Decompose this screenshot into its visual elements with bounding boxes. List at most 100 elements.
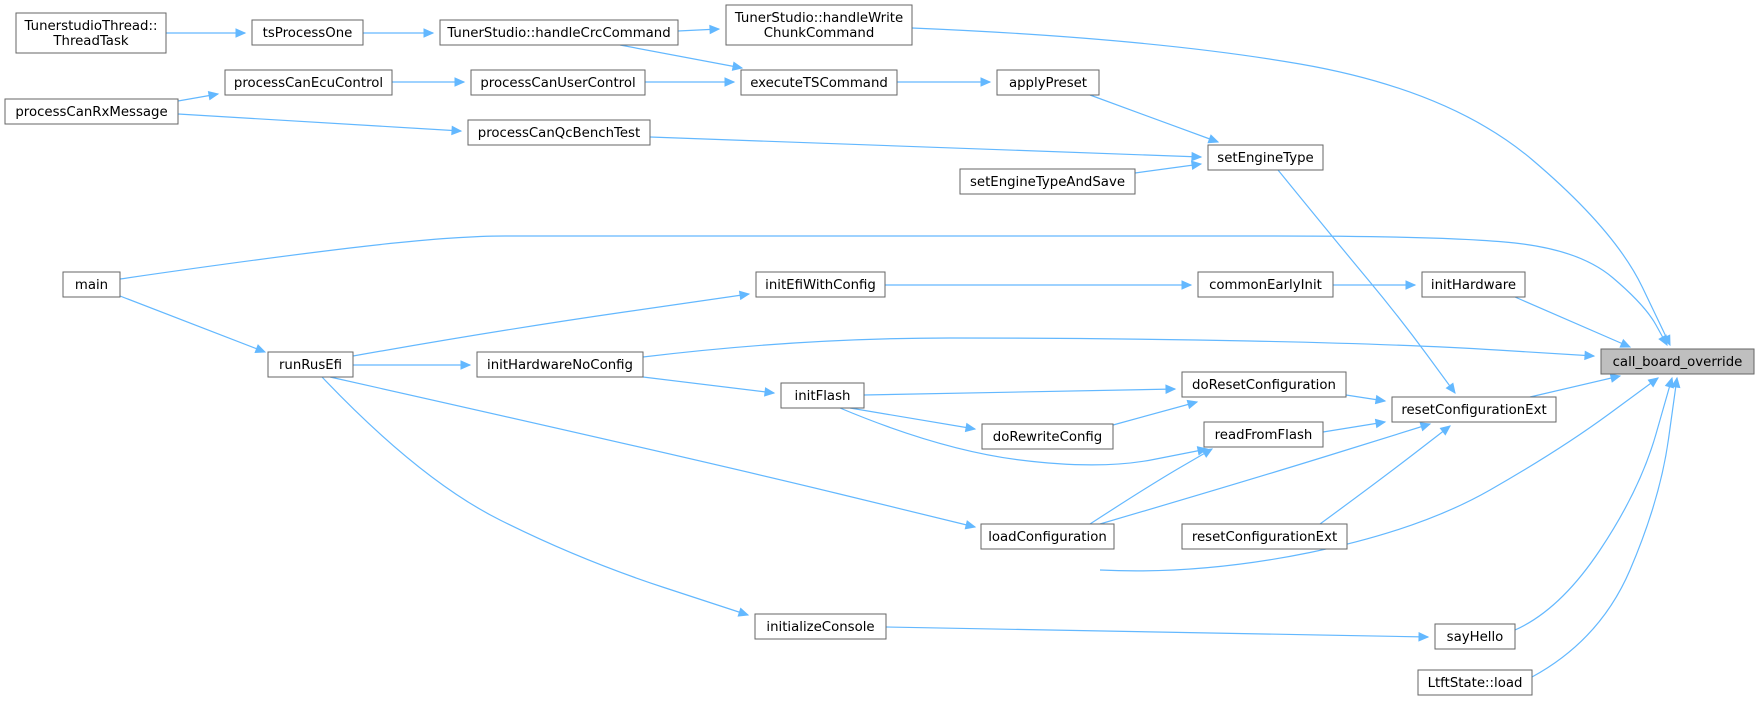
node-init-flash[interactable]: initFlash	[780, 382, 865, 409]
edge-arrowhead	[731, 61, 744, 71]
edge-main-to-run-rus-efi	[119, 295, 267, 354]
edge-arrowhead	[737, 607, 750, 617]
edge-line	[649, 136, 1202, 158]
node-do-reset-configuration[interactable]: doResetConfiguration	[1181, 371, 1347, 398]
edge-line	[1089, 94, 1219, 143]
node-ltft-state-load[interactable]: LtftState::load	[1417, 669, 1533, 696]
node-process-can-qc-bench-test[interactable]: processCanQcBenchTest	[467, 119, 651, 146]
edge-line	[911, 27, 1671, 346]
node-reset-configuration-ext[interactable]: resetConfigurationExt	[1391, 396, 1557, 423]
edge-process-can-user-control-to-execute-ts-command	[645, 77, 736, 87]
node-load-configuration[interactable]: loadConfiguration	[980, 523, 1115, 550]
edge-line	[1514, 296, 1631, 348]
edge-line	[1322, 421, 1386, 433]
edge-arrowhead	[1165, 384, 1177, 394]
edge-arrowhead	[1191, 151, 1203, 162]
node-apply-preset[interactable]: applyPreset	[996, 69, 1100, 96]
edge-arrowhead	[254, 344, 267, 354]
edge-line	[1089, 448, 1213, 525]
node-box	[1391, 396, 1557, 423]
edge-arrowhead	[451, 125, 463, 136]
node-common-early-init[interactable]: commonEarlyInit	[1197, 271, 1334, 298]
node-label: setEngineTypeAndSave	[970, 175, 1125, 190]
node-label: main	[75, 278, 108, 293]
node-box	[754, 613, 887, 640]
node-say-hello[interactable]: sayHello	[1434, 623, 1516, 650]
edge-line	[863, 388, 1176, 396]
node-execute-ts-command[interactable]: executeTSCommand	[740, 69, 898, 96]
node-read-from-flash[interactable]: readFromFlash	[1203, 421, 1324, 448]
node-run-rus-efi[interactable]: runRusEfi	[267, 351, 354, 378]
node-init-hardware[interactable]: initHardware	[1421, 271, 1526, 298]
edge-arrowhead	[1664, 376, 1674, 389]
node-box	[224, 69, 393, 96]
edge-arrowhead	[964, 520, 977, 530]
edge-ltft-state-load-to-call-board-override	[1531, 376, 1681, 678]
edge-process-can-qc-bench-test-to-set-engine-type	[649, 136, 1203, 162]
edge-line	[177, 113, 462, 132]
node-process-can-ecu-control[interactable]: processCanEcuControl	[224, 69, 393, 96]
node-label: doRewriteConfig	[993, 430, 1103, 445]
edge-line	[1099, 377, 1659, 572]
node-set-engine-type-and-save[interactable]: setEngineTypeAndSave	[959, 168, 1136, 195]
node-set-engine-type[interactable]: setEngineType	[1207, 144, 1324, 171]
node-box	[1181, 371, 1347, 398]
edge-init-hardware-to-call-board-override	[1514, 296, 1632, 348]
node-label: initHardware	[1431, 278, 1516, 293]
edge-arrowhead	[1647, 377, 1659, 388]
graph-edges	[119, 24, 1681, 678]
edge-line	[885, 626, 1429, 638]
node-label: processCanEcuControl	[234, 76, 383, 91]
edge-arrowhead	[1439, 425, 1451, 436]
edge-arrowhead	[460, 360, 472, 370]
node-box	[981, 423, 1114, 450]
node-process-can-rx-message[interactable]: processCanRxMessage	[4, 98, 179, 125]
node-label: readFromFlash	[1215, 428, 1313, 443]
edge-arrowhead	[1374, 418, 1387, 429]
node-handle-crc[interactable]: TunerStudio::handleCrcCommand	[439, 19, 679, 46]
node-call-board-override[interactable]: call_board_override	[1600, 348, 1755, 375]
edge-initialize-console-to-say-hello	[885, 626, 1430, 642]
node-reset-configuration-ext-2[interactable]: resetConfigurationExt	[1181, 523, 1348, 550]
edge-arrowhead	[235, 28, 247, 38]
node-label: initFlash	[795, 389, 851, 404]
edge-arrowhead	[423, 28, 435, 38]
edge-line	[1277, 169, 1456, 394]
node-label: loadConfiguration	[988, 530, 1107, 545]
node-box	[1417, 669, 1533, 696]
edge-init-hardware-no-config-to-init-flash	[642, 376, 776, 397]
edge-line	[1531, 377, 1678, 678]
node-box	[467, 119, 651, 146]
edge-reset-configuration-ext-to-call-board-override	[1529, 373, 1622, 398]
node-label: commonEarlyInit	[1209, 278, 1322, 293]
node-box	[980, 523, 1115, 550]
node-box	[1181, 523, 1348, 550]
edge-handle-crc-to-handle-write-chunk	[677, 24, 721, 35]
node-box	[476, 351, 644, 378]
edge-line	[642, 376, 775, 394]
node-initialize-console[interactable]: initializeConsole	[754, 613, 887, 640]
edge-arrowhead	[1207, 134, 1220, 144]
node-label: tsProcessOne	[263, 26, 353, 41]
edge-reset-configuration-ext-2-to-reset-configuration-ext	[1319, 425, 1451, 525]
node-init-hardware-no-config[interactable]: initHardwareNoConfig	[476, 351, 644, 378]
edge-line	[1514, 377, 1673, 631]
node-init-efi-with-config[interactable]: initEfiWithConfig	[755, 271, 886, 298]
edge-line	[321, 376, 749, 616]
node-label: executeTSCommand	[750, 76, 888, 91]
edge-init-hardware-no-config-to-call-board-override	[642, 337, 1596, 361]
node-thread-task[interactable]: TunerstudioThread::ThreadTask	[15, 12, 167, 54]
node-main[interactable]: main	[62, 271, 121, 298]
node-box	[62, 271, 121, 298]
edge-arrowhead	[1418, 632, 1430, 642]
node-box	[780, 382, 865, 409]
node-do-rewrite-config[interactable]: doRewriteConfig	[981, 423, 1114, 450]
node-box	[4, 98, 179, 125]
node-box	[267, 351, 354, 378]
node-ts-process-one[interactable]: tsProcessOne	[251, 19, 364, 46]
node-process-can-user-control[interactable]: processCanUserControl	[470, 69, 646, 96]
edge-arrowhead	[1619, 338, 1632, 348]
node-label: LtftState::load	[1428, 676, 1523, 691]
edge-arrowhead	[1181, 280, 1193, 290]
